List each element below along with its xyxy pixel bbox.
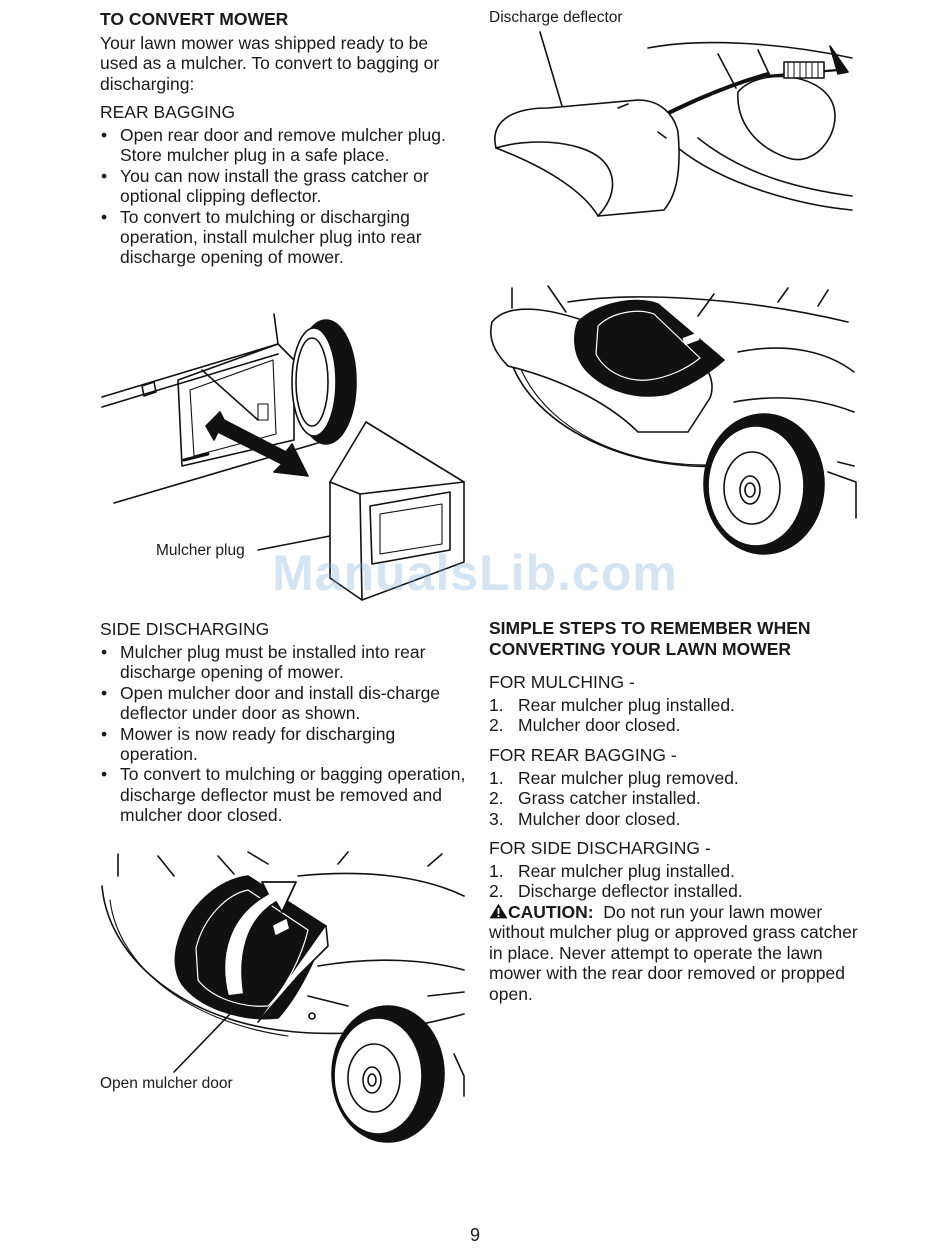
list-item: Mulcher plug must be installed into rear… (100, 642, 470, 683)
simple-steps-heading-line2: CONVERTING YOUR LAWN MOWER (489, 639, 792, 659)
watermark: ManualsLib.com (272, 545, 678, 601)
simple-steps-heading-line1: SIMPLE STEPS TO REMEMBER WHEN (489, 618, 811, 638)
for-rear-bagging-list: 1. Rear mulcher plug removed. 2. Grass cat… (489, 768, 859, 829)
discharge-deflector-illustration (494, 31, 853, 217)
mulcher-plug-illustration (101, 313, 465, 601)
step-text: Mulcher door closed. (518, 715, 681, 736)
list-item: To convert to mulching or bagging operat… (100, 764, 470, 825)
page-number: 9 (469, 1225, 480, 1245)
list-item: Open mulcher door and install dis-charge… (100, 683, 470, 724)
list-item: 1. Rear mulcher plug removed. (489, 768, 859, 788)
list-item: 2. Discharge deflector installed. (489, 881, 859, 901)
convert-intro: Your lawn mower was shipped ready to be … (100, 33, 440, 94)
caution-text-rest: mower without mulcher plug or approved g… (489, 902, 858, 1004)
for-mulching-list: 1. Rear mulcher plug installed. 2. Mulcher… (489, 695, 859, 736)
step-number: 1. (489, 861, 504, 881)
for-rear-bagging-heading: FOR REAR BAGGING - (489, 745, 677, 765)
step-number: 2. (489, 788, 504, 809)
for-side-discharging-heading: FOR SIDE DISCHARGING - (489, 838, 711, 858)
for-mulching-heading: FOR MULCHING - (489, 672, 635, 692)
rear-bagging-list: Open rear door and remove mulcher plug. … (100, 125, 470, 268)
step-text: Discharge deflector installed. (518, 881, 743, 902)
open-mulcher-door-label: Open mulcher door (100, 1075, 233, 1092)
list-item: 2. Grass catcher installed. (489, 788, 859, 808)
step-number: 1. (489, 768, 504, 788)
list-item: 3. Mulcher door closed. (489, 809, 859, 829)
for-side-discharging-list: 1. Rear mulcher plug installed. 2. Dischar… (489, 861, 859, 902)
list-item: Open rear door and remove mulcher plug. … (100, 125, 470, 166)
deflector-installed-illustration (490, 285, 857, 555)
list-item: 2. Mulcher door closed. (489, 715, 859, 735)
open-mulcher-door-illustration (101, 851, 465, 1143)
step-text: Grass catcher installed. (518, 788, 701, 809)
step-number: 2. (489, 881, 504, 902)
step-number: 2. (489, 715, 504, 736)
warning-triangle-icon (489, 903, 508, 919)
step-number: 1. (489, 695, 504, 715)
convert-heading: TO CONVERT MOWER (100, 9, 289, 29)
step-text: Rear mulcher plug installed. (518, 695, 735, 715)
side-discharging-list: Mulcher plug must be installed into rear… (100, 642, 470, 826)
step-text: Rear mulcher plug installed. (518, 861, 735, 881)
rear-bagging-heading: REAR BAGGING (100, 102, 236, 122)
list-item: You can now install the grass catcher or… (100, 166, 470, 207)
step-number: 3. (489, 808, 504, 829)
caution-text-first: Do not run your lawn (603, 902, 765, 922)
list-item: 1. Rear mulcher plug installed. (489, 861, 859, 881)
step-text: Rear mulcher plug removed. (518, 768, 739, 788)
list-item: To convert to mulching or discharging op… (100, 207, 470, 268)
caution-label: CAUTION: (508, 902, 594, 922)
side-discharging-heading: SIDE DISCHARGING (100, 619, 270, 639)
mulcher-plug-label: Mulcher plug (156, 542, 245, 559)
caution-block: CAUTION: Do not run your lawn mower with… (489, 902, 861, 1004)
list-item: Mower is now ready for discharging opera… (100, 724, 470, 765)
step-text: Mulcher door closed. (518, 808, 681, 829)
discharge-deflector-label: Discharge deflector (489, 9, 623, 26)
list-item: 1. Rear mulcher plug installed. (489, 695, 859, 715)
